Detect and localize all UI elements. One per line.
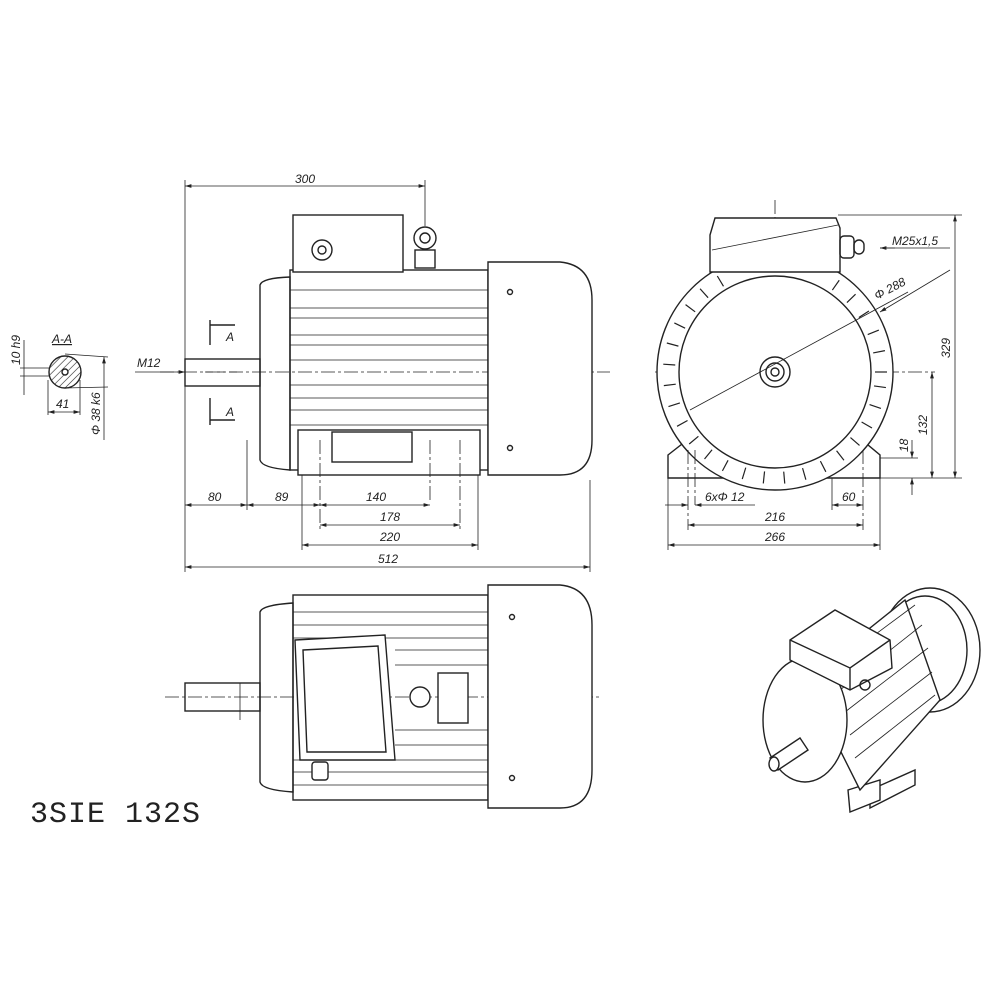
dim-329: 329	[939, 338, 953, 358]
dim-60: 60	[842, 490, 856, 504]
cut-mark-top: A	[225, 330, 234, 344]
dim-220: 220	[379, 530, 400, 544]
cooling-fin	[666, 342, 679, 347]
cooling-fin	[704, 449, 713, 460]
cooling-fin	[873, 385, 886, 389]
section-label: A-A	[51, 332, 72, 346]
cooling-fin	[721, 460, 729, 472]
gland-label: M25x1,5	[892, 234, 938, 248]
top-view	[165, 584, 600, 809]
cooling-fin	[716, 275, 725, 287]
dim-140: 140	[366, 490, 386, 504]
cooling-fin	[801, 467, 807, 480]
cooling-fin	[867, 329, 880, 336]
cooling-fin	[663, 383, 676, 387]
isometric-view	[762, 587, 981, 813]
holes-label: 6xΦ 12	[705, 490, 745, 504]
cooling-fin	[741, 467, 747, 480]
cooling-fin	[819, 460, 827, 473]
dim-80: 80	[208, 490, 222, 504]
cooling-fin	[688, 435, 699, 445]
cooling-fin	[869, 403, 882, 410]
dim-512: 512	[378, 552, 398, 566]
cooling-fin	[861, 421, 873, 429]
key-height-label: 41	[56, 397, 69, 411]
model-title: 3SIE 132S	[30, 798, 201, 832]
cooling-fin	[685, 304, 696, 313]
cooling-fin	[836, 450, 845, 461]
dim-89: 89	[275, 490, 289, 504]
cooling-fin	[674, 322, 686, 329]
cooling-fin	[676, 419, 688, 427]
cooling-fin	[668, 402, 681, 408]
dim-300: 300	[295, 172, 315, 186]
side-view: M12 A A 300 80 89 140	[135, 172, 610, 572]
front-view: Φ 288 M25x1,5 329 132 18 6xΦ 12 60 216 2…	[655, 200, 962, 550]
cut-mark-bottom: A	[225, 405, 234, 419]
section-a-a: A-A 10 h9 41 Φ 38 k6	[9, 332, 109, 440]
cooling-fin	[873, 350, 886, 354]
cooling-fin	[846, 293, 856, 303]
cooling-fin	[831, 279, 840, 291]
dim-266: 266	[764, 530, 785, 544]
cooling-fin	[858, 310, 870, 319]
dim-178: 178	[380, 510, 400, 524]
cooling-fin	[699, 288, 709, 299]
shaft-diameter-label: Φ 38 k6	[89, 392, 103, 435]
thread-label: M12	[137, 356, 161, 370]
cooling-fin	[783, 471, 786, 484]
cooling-fin	[663, 363, 676, 366]
cooling-fin	[850, 437, 860, 446]
dim-132: 132	[916, 415, 930, 435]
dim-18: 18	[897, 438, 911, 452]
key-width-label: 10 h9	[9, 335, 23, 365]
cooling-fin	[762, 471, 766, 484]
dim-216: 216	[764, 510, 785, 524]
